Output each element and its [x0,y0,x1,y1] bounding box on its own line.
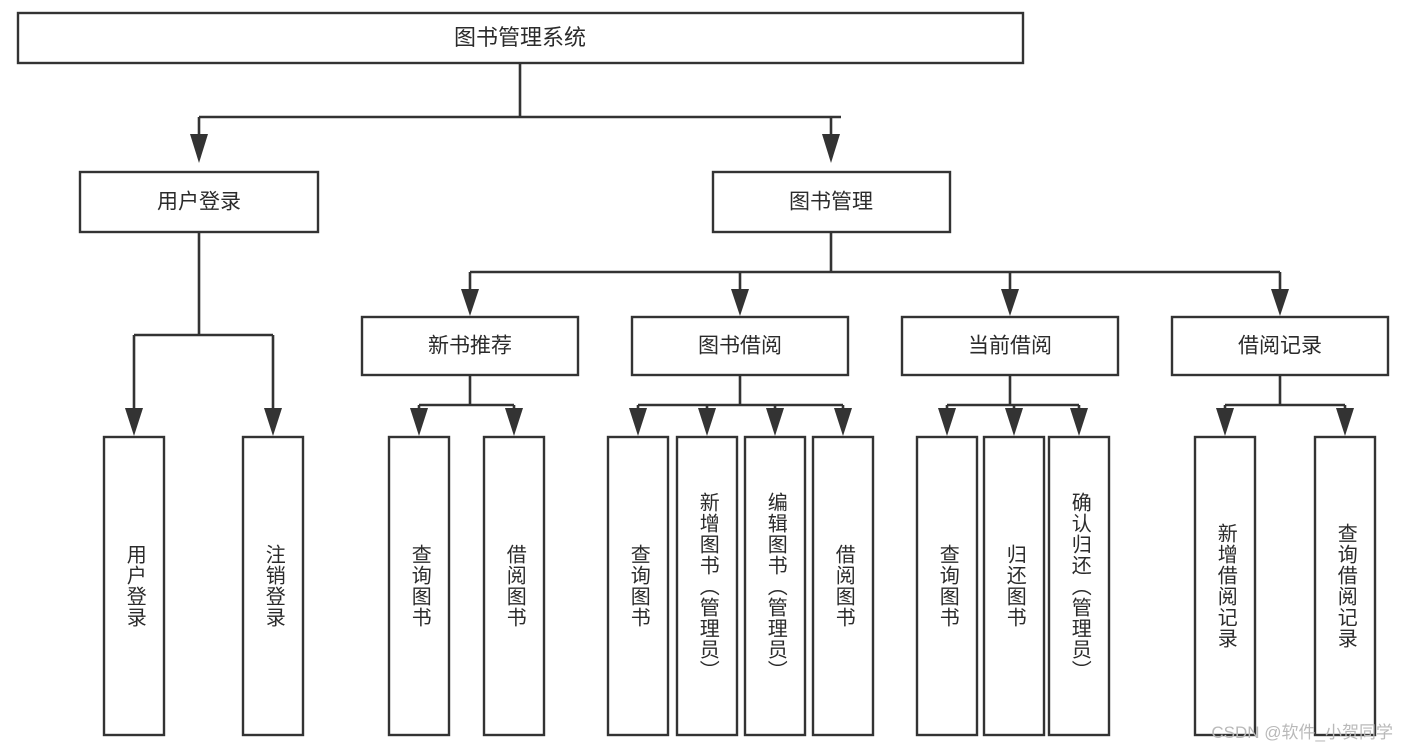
csdn-watermark: CSDN @软件_小贺同学 [1211,723,1393,742]
leaf-box-current-borrow-0[interactable] [915,435,979,737]
arrowhead-icon [505,408,523,436]
arrowhead-icon [822,134,840,163]
node-root[interactable]: 图书管理系统 [16,11,1025,65]
node-user-login[interactable]: 用户登录 [78,170,320,234]
arrowhead-icon [938,408,956,436]
arrowhead-icon [1336,408,1354,436]
connector-borrow-record-to-leaves [1216,375,1354,436]
node-book-management[interactable]: 图书管理 [711,170,952,234]
node-borrow-record[interactable]: 借阅记录 [1170,315,1390,377]
leaf-box-book-borrow-0[interactable] [606,435,670,737]
arrowhead-icon [190,134,208,163]
node-user-login-label: 用户登录 [157,191,241,214]
arrowhead-icon [410,408,428,436]
node-current-borrow-box [900,315,1120,377]
connector-user-login-to-leaves [125,232,282,436]
node-new-book-recommend[interactable]: 新书推荐 [360,315,580,377]
node-root-box [16,11,1025,65]
node-borrow-record-label: 借阅记录 [1238,335,1322,358]
connector-root-to-level2 [190,63,841,163]
node-new-book-recommend-label: 新书推荐 [428,335,512,358]
node-current-borrow-label: 当前借阅 [968,335,1052,358]
arrowhead-icon [698,408,716,436]
leaf-box-book-borrow-2[interactable] [743,435,807,737]
leaf-box-borrow-record-0[interactable] [1193,435,1257,737]
arrowhead-icon [629,408,647,436]
arrowhead-icon [1005,408,1023,436]
arrowhead-icon [461,289,479,316]
connector-new-book-recommend-to-leaves [410,375,523,436]
node-root-label: 图书管理系统 [454,25,586,50]
node-book-borrow[interactable]: 图书借阅 [630,315,850,377]
arrowhead-icon [766,408,784,436]
arrowhead-icon [1070,408,1088,436]
node-new-book-recommend-box [360,315,580,377]
node-current-borrow[interactable]: 当前借阅 [900,315,1120,377]
node-book-borrow-label: 图书借阅 [698,335,782,358]
leaf-box-current-borrow-1[interactable] [982,435,1046,737]
arrowhead-icon [1271,289,1289,316]
arrowhead-icon [264,408,282,436]
arrowhead-icon [125,408,143,436]
node-user-login-box [78,170,320,234]
leaf-box-book-borrow-1[interactable] [675,435,739,737]
leaf-box-new-book-0[interactable] [387,435,451,737]
connector-current-borrow-to-leaves [938,375,1088,436]
leaf-box-new-book-1[interactable] [482,435,546,737]
leaf-box-borrow-record-1[interactable] [1313,435,1377,737]
arrowhead-icon [1001,289,1019,316]
connector-book-management-to-level3 [461,232,1289,316]
arrowhead-icon [731,289,749,316]
leaf-box-book-borrow-3[interactable] [811,435,875,737]
leaf-box-user-login-0[interactable] [102,435,166,737]
leaf-box-current-borrow-2[interactable] [1047,435,1111,737]
connector-book-borrow-to-leaves [629,375,852,436]
arrowhead-icon [834,408,852,436]
arrowhead-icon [1216,408,1234,436]
node-book-management-label: 图书管理 [789,191,873,214]
leaf-box-user-login-1[interactable] [241,435,305,737]
